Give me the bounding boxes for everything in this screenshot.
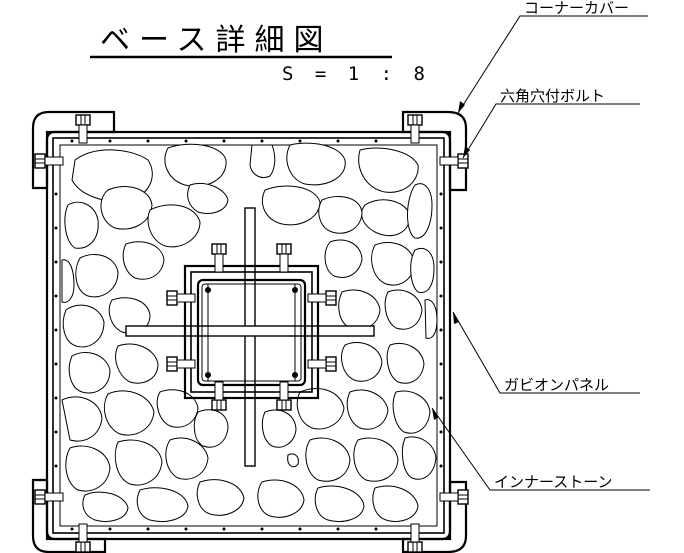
hex-socket-bolts	[34, 114, 469, 553]
bolt	[75, 114, 91, 144]
label-corner-cover: コーナーカバー	[524, 0, 629, 17]
rivet	[439, 226, 443, 230]
bolt	[439, 153, 469, 169]
bolt	[34, 153, 64, 169]
drawing-scale: S = 1 : 8	[282, 63, 430, 85]
rivet	[260, 139, 264, 143]
label-hex-bolt: 六角穴付ボルト	[500, 87, 605, 105]
bolt	[75, 523, 91, 553]
rivet	[439, 294, 443, 298]
rivet	[54, 294, 58, 298]
rivet	[222, 139, 226, 143]
anchor-bolts	[166, 243, 337, 411]
rivet	[146, 527, 150, 531]
rivet	[54, 226, 58, 230]
rivet	[374, 139, 378, 143]
inner-stones	[61, 142, 438, 522]
cross-arm-bars	[125, 207, 375, 467]
bolt	[407, 114, 423, 144]
drawing-title: ベース詳細図	[100, 23, 333, 58]
rivet	[146, 139, 150, 143]
rivet	[184, 139, 188, 143]
rivet	[336, 139, 340, 143]
rivet	[54, 464, 58, 468]
rivet	[222, 527, 226, 531]
rivet	[54, 362, 58, 366]
bolt	[307, 356, 337, 372]
bolt	[439, 489, 469, 505]
label-inner-stone: インナーストーン	[494, 473, 613, 491]
rivet	[54, 260, 58, 264]
label-gabion-panel: ガビオンパネル	[504, 376, 609, 394]
bolt	[276, 243, 292, 273]
rivet	[374, 527, 378, 531]
rivet	[54, 192, 58, 196]
rivet	[70, 139, 74, 143]
rivet	[336, 527, 340, 531]
gabion-panel-frame	[45, 130, 452, 541]
rivet	[54, 396, 58, 400]
rivet	[439, 430, 443, 434]
bolt	[276, 381, 292, 411]
rivet	[108, 527, 112, 531]
rivet	[439, 260, 443, 264]
rivet	[298, 527, 302, 531]
bolt	[166, 290, 196, 306]
rivet	[54, 430, 58, 434]
rivet	[108, 139, 112, 143]
rivet	[439, 192, 443, 196]
center-post-base	[183, 264, 320, 400]
corner-covers	[31, 110, 468, 553]
rivet	[439, 362, 443, 366]
rivet	[298, 139, 302, 143]
rivet	[184, 527, 188, 531]
bolt	[166, 356, 196, 372]
rivet	[439, 396, 443, 400]
bolt	[407, 523, 423, 553]
leader-lines	[431, 15, 650, 491]
rivet	[70, 527, 74, 531]
bolt	[211, 243, 227, 273]
bolt	[34, 489, 64, 505]
bolt	[211, 381, 227, 411]
rivet	[260, 527, 264, 531]
bolt	[307, 290, 337, 306]
rivet	[54, 328, 58, 332]
rivet	[439, 328, 443, 332]
rivet	[439, 464, 443, 468]
